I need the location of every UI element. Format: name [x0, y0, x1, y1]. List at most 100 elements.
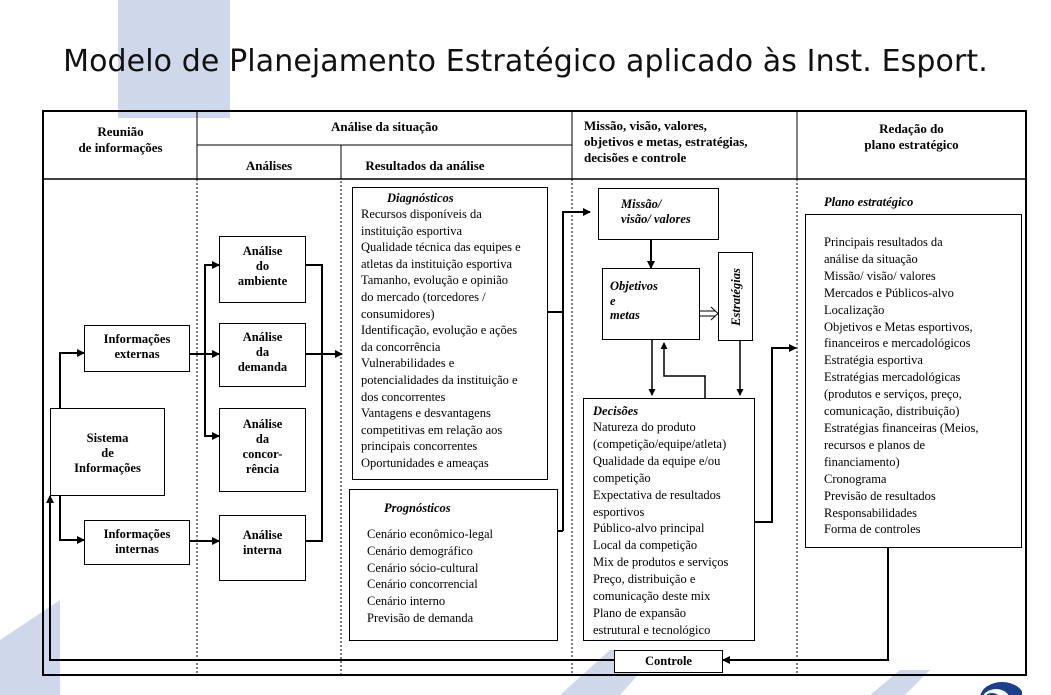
- dec-line: estrutural e tecnológico: [593, 622, 711, 637]
- logo-icon: [980, 682, 1022, 695]
- diagnosticos-box: Diagnósticos Recursos disponíveis da inst…: [352, 187, 548, 480]
- dec-line: comunicação deste mix: [593, 589, 711, 604]
- prognosticos-title: Prognósticos: [384, 501, 451, 515]
- analise-interna-label: Análise interna: [242, 528, 283, 557]
- missao-box: Missão/ visão/ valores: [598, 188, 719, 240]
- dec-line: Natureza do produto: [593, 420, 696, 434]
- prog-line: Cenário concorrencial: [367, 577, 478, 592]
- plano-line: comunicação, distribuição): [824, 404, 960, 419]
- plano-line: análise da situação: [824, 251, 918, 266]
- header-resultados-text: Resultados da análise: [365, 158, 485, 173]
- decisoes-list: Natureza do produto (competição/equipe/at…: [593, 419, 755, 639]
- dec-line: Público-alvo principal: [593, 521, 705, 536]
- prog-line: Previsão de demanda: [367, 610, 474, 625]
- header-analise-situacao: Análise da situação: [197, 119, 572, 135]
- decisoes-box: Decisões Natureza do produto (competição/…: [583, 398, 755, 641]
- plano-line: Responsabilidades: [824, 505, 918, 520]
- analise-concorrencia-box: Análise da concor- rência: [219, 408, 306, 492]
- diag-line: Recursos disponíveis da: [361, 207, 482, 221]
- informacoes-externas-label: Informações externas: [103, 332, 171, 361]
- prog-line: Cenário demográfico: [367, 543, 473, 558]
- dec-line: (competição/equipe/atleta): [593, 436, 727, 451]
- diag-line: Vulnerabilidades e: [361, 356, 455, 371]
- plano-line: Mercados e Públicos-alvo: [824, 285, 954, 300]
- diag-line: instituição esportiva: [361, 223, 463, 238]
- estrategias-box: Estratégias: [718, 252, 753, 341]
- informacoes-internas-label: Informações internas: [103, 527, 171, 556]
- header-resultados: Resultados da análise: [341, 158, 509, 174]
- diagram-frame: [42, 110, 1027, 676]
- controle-label: Controle: [645, 654, 692, 668]
- header-analise-situacao-text: Análise da situação: [331, 119, 438, 134]
- header-reuniao: Reunião de informações: [44, 124, 197, 156]
- plano-line: Objetivos e Metas esportivos,: [824, 319, 973, 334]
- plano-line: Localização: [824, 302, 885, 317]
- plano-line: financeiros e mercadológicos: [824, 336, 971, 351]
- analise-demanda-label: Análise da demanda: [237, 330, 288, 374]
- diag-line: potencialidades da instituição e: [361, 372, 518, 387]
- analise-concorrencia-label: Análise da concor- rência: [242, 417, 283, 476]
- decisoes-title: Decisões: [593, 404, 639, 418]
- estrategias-label: Estratégias: [728, 268, 743, 326]
- plano-list: Principais resultados da análise da situa…: [824, 234, 1020, 538]
- diag-line: da concorrência: [361, 339, 441, 354]
- analise-ambiente-label: Análise do ambiente: [237, 244, 288, 288]
- informacoes-externas-box: Informações externas: [84, 325, 190, 372]
- diag-line: consumidores): [361, 306, 435, 321]
- diagnosticos-list: Recursos disponíveis da instituição espor…: [361, 206, 547, 472]
- diagnosticos-title: Diagnósticos: [387, 191, 454, 205]
- plano-line: Estratégias financeiras (Meios,: [824, 420, 979, 435]
- diag-line: principais concorrentes: [361, 439, 478, 454]
- diag-line: atletas da instituição esportiva: [361, 256, 512, 271]
- plano-line: financiamento): [824, 454, 900, 469]
- objetivos-label: Objetivos e metas: [610, 279, 658, 322]
- dec-line: Preço, distribuição e: [593, 572, 696, 587]
- plano-line: Estratégia esportiva: [824, 353, 923, 368]
- sistema-informacoes-box: Sistema de Informações: [50, 408, 165, 496]
- diag-line: Qualidade técnica das equipes e: [361, 240, 521, 255]
- informacoes-internas-box: Informações internas: [84, 520, 190, 565]
- controle-box: Controle: [614, 650, 723, 673]
- header-reuniao-text: Reunião de informações: [78, 124, 163, 155]
- diag-line: Oportunidades e ameaças: [361, 455, 489, 470]
- prog-line: Cenário econômico-legal: [367, 527, 493, 541]
- slide-title: Modelo de Planejamento Estratégico aplic…: [63, 44, 988, 79]
- analise-demanda-box: Análise da demanda: [219, 323, 306, 387]
- plano-line: recursos e planos de: [824, 437, 926, 452]
- header-analises-text: Análises: [245, 158, 293, 173]
- diag-line: competitivas em relação aos: [361, 422, 503, 437]
- dec-line: Qualidade da equipe e/ou: [593, 453, 721, 468]
- header-missao: Missão, visão, valores, objetivos e meta…: [572, 118, 797, 166]
- sistema-informacoes-label: Sistema de Informações: [74, 431, 141, 475]
- prog-line: Cenário interno: [367, 594, 446, 609]
- objetivos-box: Objetivos e metas: [602, 268, 700, 340]
- diag-line: Vantagens e desvantagens: [361, 406, 491, 421]
- plano-box: Principais resultados da análise da situa…: [805, 214, 1022, 548]
- dec-line: competição: [593, 470, 651, 485]
- decorative-background-block: [118, 0, 230, 118]
- header-missao-text: Missão, visão, valores, objetivos e meta…: [584, 118, 748, 165]
- dec-line: Mix de produtos e serviços: [593, 555, 729, 570]
- diag-line: do mercado (torcedores /: [361, 289, 486, 304]
- prog-line: Cenário sócio-cultural: [367, 560, 479, 575]
- plano-line: Estratégias mercadológicas: [824, 370, 961, 385]
- diag-line: dos concorrentes: [361, 389, 446, 404]
- dec-line: esportivos: [593, 504, 645, 519]
- plano-line: Missão/ visão/ valores: [824, 268, 936, 283]
- plano-line: Forma de controles: [824, 522, 921, 537]
- missao-label: Missão/ visão/ valores: [621, 197, 691, 226]
- header-redacao-text: Redação do plano estratégico: [864, 121, 959, 152]
- header-redacao: Redação do plano estratégico: [797, 121, 1026, 153]
- dec-line: Expectativa de resultados: [593, 487, 721, 502]
- analise-ambiente-box: Análise do ambiente: [219, 236, 306, 303]
- plano-line: (produtos e serviços, preço,: [824, 387, 962, 402]
- plano-line: Previsão de resultados: [824, 488, 936, 503]
- analise-interna-box: Análise interna: [219, 515, 306, 581]
- plano-title: Plano estratégico: [824, 195, 914, 209]
- plano-line: Principais resultados da: [824, 235, 943, 249]
- diag-line: Tamanho, evolução e opinião: [361, 273, 508, 288]
- dec-line: Plano de expansão: [593, 605, 687, 620]
